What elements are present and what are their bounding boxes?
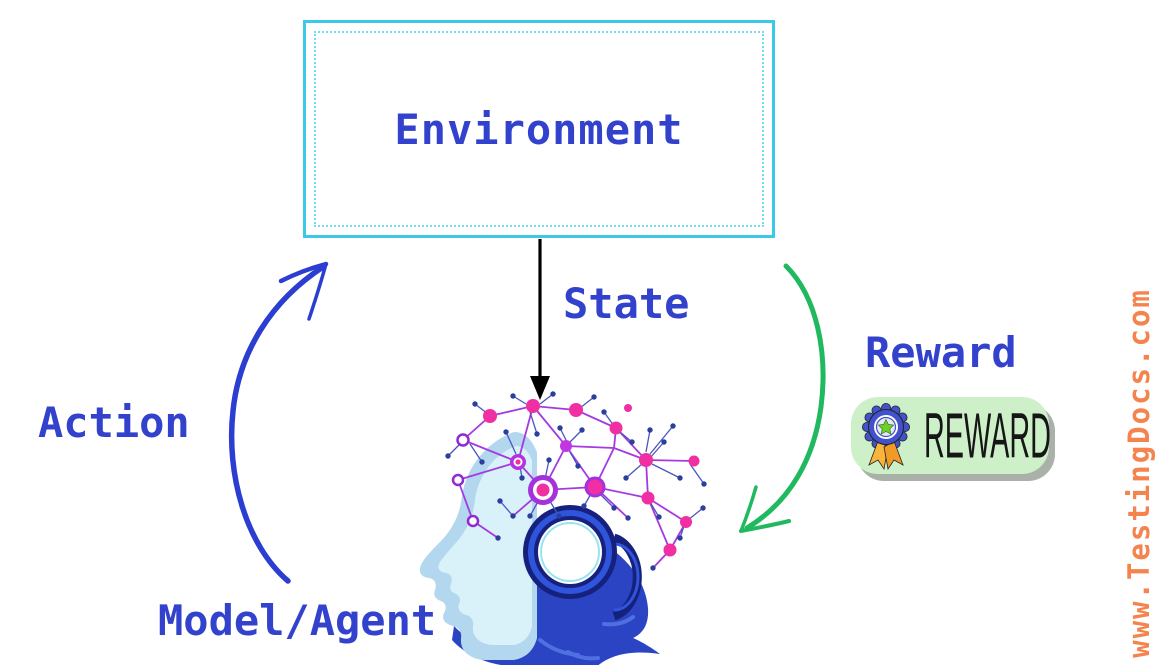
medal-rosette-icon — [862, 403, 911, 471]
star-icon — [877, 418, 895, 435]
environment-box-inner-border — [314, 31, 764, 227]
reward-label: Reward — [865, 328, 1017, 377]
robot-face — [419, 432, 537, 660]
reward-arrow — [739, 263, 826, 533]
ai-robot-head-illustration — [419, 391, 707, 665]
watermark: www.TestingDocs.com — [1122, 288, 1156, 658]
state-arrow — [530, 239, 550, 400]
neural-network-brain — [445, 391, 707, 571]
environment-label: Environment — [394, 104, 684, 154]
reward-badge: REWARD — [851, 397, 1051, 474]
reward-badge-text: REWARD — [924, 398, 1051, 472]
agent-label: Model/Agent — [158, 596, 437, 645]
robot-ear-circle — [523, 505, 617, 599]
state-label: State — [563, 279, 690, 328]
environment-box: Environment — [303, 20, 775, 238]
action-label: Action — [38, 398, 190, 447]
action-arrow — [228, 261, 329, 584]
